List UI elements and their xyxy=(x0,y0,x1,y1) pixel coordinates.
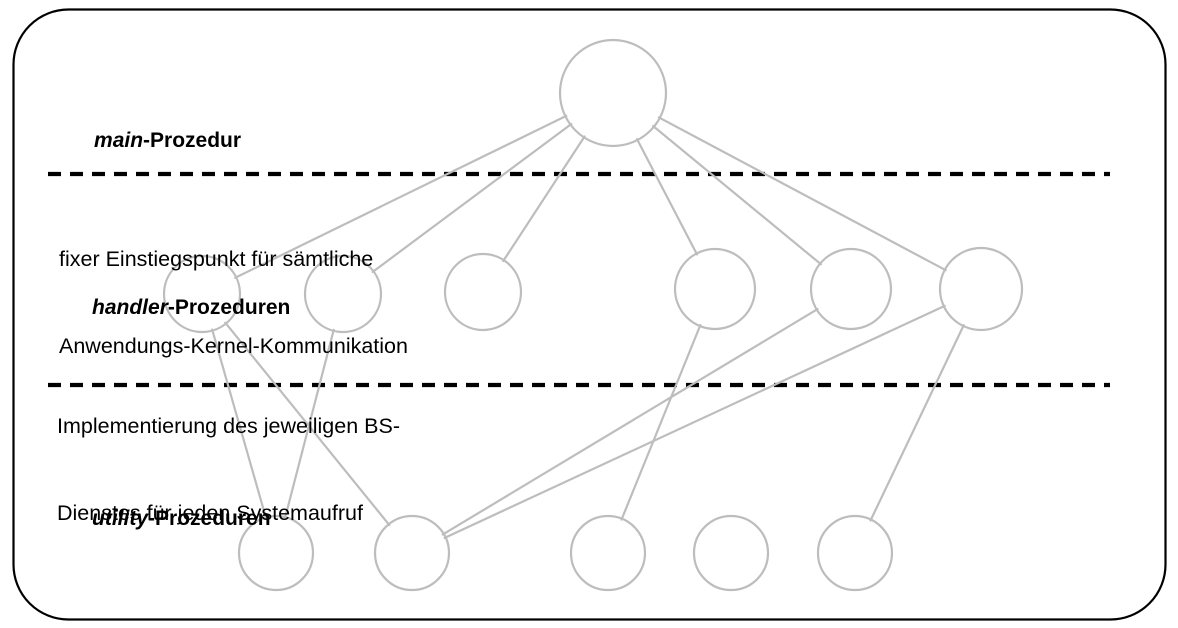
keyword-utility: utility xyxy=(92,507,149,530)
rounded-frame xyxy=(12,8,1167,621)
keyword-handler: handler xyxy=(92,296,168,319)
node-handler-h6[interactable] xyxy=(938,246,1024,332)
node-main-m1[interactable] xyxy=(558,38,668,148)
text-block-main: main-Prozedur fixer Einstiegspunkt für s… xyxy=(59,36,408,419)
node-handler-h1[interactable] xyxy=(162,254,242,334)
node-utility-u4[interactable] xyxy=(692,514,770,592)
node-handler-h3[interactable] xyxy=(443,252,523,332)
heading-suffix-handler: -Prozeduren xyxy=(167,296,291,319)
heading-handler: handler-Prozeduren xyxy=(57,261,400,354)
edge-h4-u3 xyxy=(620,324,702,521)
handler-line-2: Dienstes für jeden Systemaufruf xyxy=(57,501,363,525)
node-handler-h2[interactable] xyxy=(303,254,383,334)
text-block-utility: utility-Prozeduren Implementierung von B… xyxy=(57,414,536,628)
heading-suffix-main: -Prozedur xyxy=(143,129,242,152)
main-line-1: fixer Einstiegspunkt für sämtliche xyxy=(59,247,374,271)
text-block-handler: handler-Prozeduren Implementierung des j… xyxy=(57,203,400,586)
handler-line-1: Implementierung des jeweiligen BS- xyxy=(57,414,400,438)
edge-h1-u1 xyxy=(211,328,268,520)
edge-m1-h5 xyxy=(652,124,822,266)
node-handler-h4[interactable] xyxy=(673,247,757,331)
main-line-2: Anwendungs-Kernel-Kommunikation xyxy=(59,334,408,358)
divider-layer xyxy=(48,171,1110,388)
node-handler-h5[interactable] xyxy=(809,247,893,331)
node-utility-u3[interactable] xyxy=(569,514,647,592)
edge-h6-u5 xyxy=(869,324,965,522)
utility-line-1: Implementierung von BS-Hintergrunddienst… xyxy=(57,623,536,628)
edge-h6-u2 xyxy=(443,304,946,539)
edge-m1-h2 xyxy=(371,122,573,274)
heading-suffix-utility: -Prozeduren xyxy=(148,507,271,530)
edge-h2-u1 xyxy=(283,328,335,520)
node-layer xyxy=(162,38,1024,592)
edge-m1-h6 xyxy=(657,116,947,272)
edge-m1-h1 xyxy=(234,114,568,279)
node-utility-u2[interactable] xyxy=(373,514,451,592)
node-utility-u1[interactable] xyxy=(237,514,315,592)
edge-h5-u2 xyxy=(441,308,819,536)
heading-main: main-Prozedur xyxy=(59,94,408,187)
edge-h1-u2 xyxy=(224,321,391,527)
heading-utility: utility-Prozeduren xyxy=(57,472,536,565)
edge-layer xyxy=(211,114,965,539)
keyword-main: main xyxy=(94,129,144,152)
edge-m1-h4 xyxy=(635,138,699,256)
node-utility-u5[interactable] xyxy=(816,514,894,592)
edge-m1-h3 xyxy=(502,135,586,263)
